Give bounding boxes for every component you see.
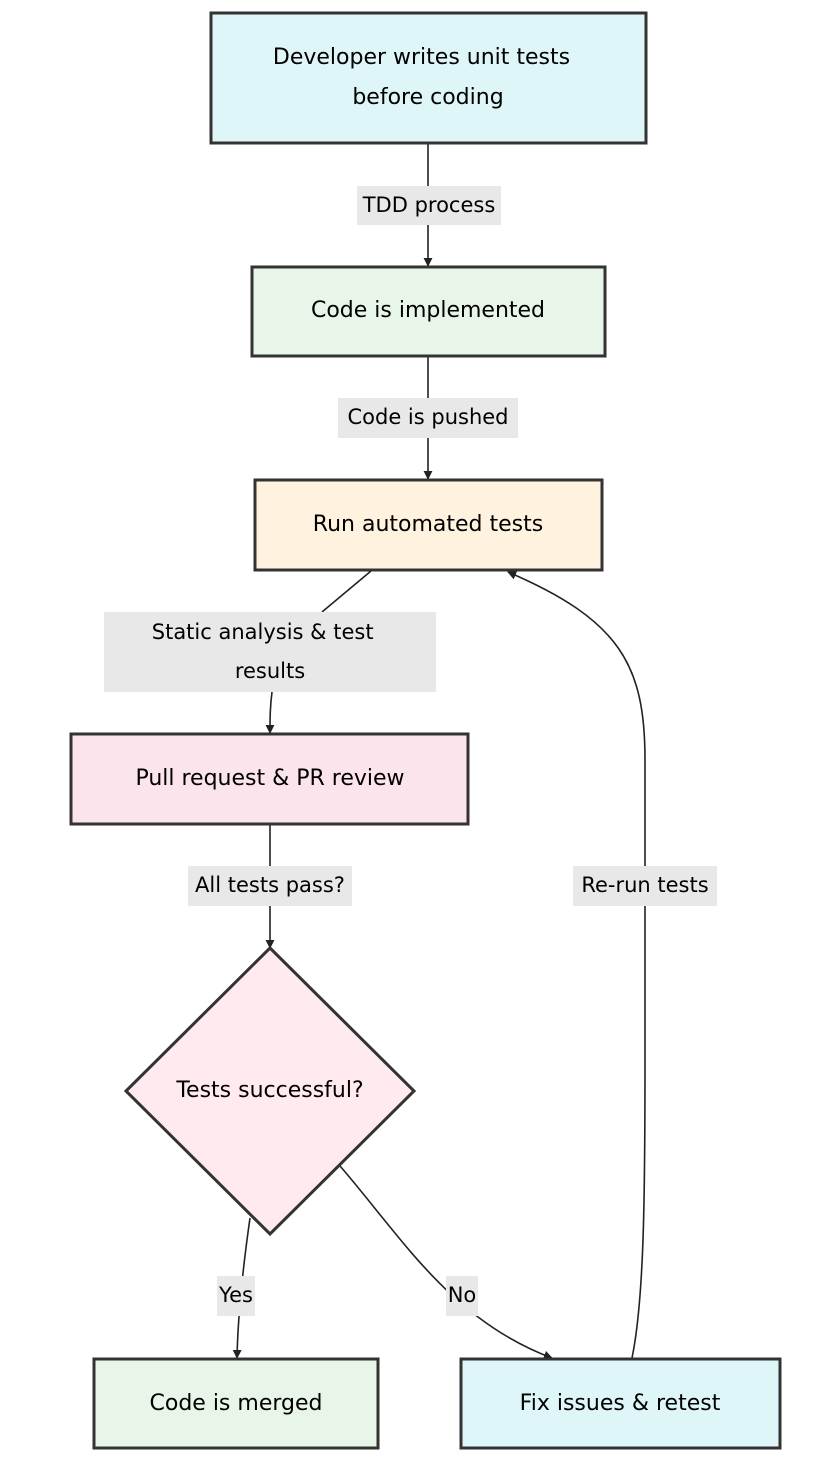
node-box [69, 732, 470, 826]
edge-label-code-pushed: Code is pushed [338, 398, 518, 438]
node-label: Tests successful? [175, 1078, 363, 1103]
node-code-implemented: Code is implemented [250, 265, 607, 358]
node-fix-issues-retest: Fix issues & retest [459, 1357, 782, 1450]
node-box [253, 478, 604, 572]
edge-label-tdd-process: TDD process [357, 186, 501, 225]
label-background [188, 866, 352, 906]
node-box [92, 1357, 380, 1450]
edge-label-text: Yes [218, 1283, 253, 1307]
edge-rerun-tests [507, 571, 646, 1359]
label-background [338, 398, 518, 438]
node-developer-writes-tests: Developer writes unit tests before codin… [209, 11, 648, 145]
label-background [357, 186, 501, 225]
edge-label-yes: Yes [217, 1276, 255, 1316]
edge-no [339, 1165, 553, 1360]
edge-static-analysis [270, 570, 372, 733]
node-label: Developer writes unit tests before codin… [273, 45, 577, 110]
edge-label-text: Static analysis & test results [152, 620, 381, 683]
label-background [573, 866, 717, 906]
node-label: Run automated tests [313, 512, 543, 537]
edge-label-text: Re-run tests [581, 873, 708, 897]
edge-label-text: Code is pushed [347, 405, 508, 429]
node-label: Code is merged [150, 1391, 323, 1416]
node-pull-request-review: Pull request & PR review [69, 732, 470, 826]
label-background [446, 1276, 478, 1316]
node-tests-successful-decision: Tests successful? [123, 945, 417, 1237]
node-box [459, 1357, 782, 1450]
edge-label-all-tests-pass: All tests pass? [188, 866, 352, 906]
edge-label-no: No [446, 1276, 478, 1316]
node-label: Fix issues & retest [520, 1391, 721, 1416]
node-box [209, 11, 648, 145]
label-background [104, 612, 436, 692]
edge-label-text: TDD process [362, 193, 496, 217]
label-background [217, 1276, 255, 1316]
edge-label-re-run-tests: Re-run tests [573, 866, 717, 906]
node-box [250, 265, 607, 358]
node-run-automated-tests: Run automated tests [253, 478, 604, 572]
node-label: Pull request & PR review [135, 766, 404, 791]
edge-label-text: All tests pass? [195, 873, 345, 897]
node-label: Code is implemented [311, 298, 545, 323]
decision-diamond [123, 945, 417, 1237]
edge-label-text: No [448, 1283, 477, 1307]
edge-label-static-analysis: Static analysis & test results [104, 612, 436, 692]
node-code-merged: Code is merged [92, 1357, 380, 1450]
